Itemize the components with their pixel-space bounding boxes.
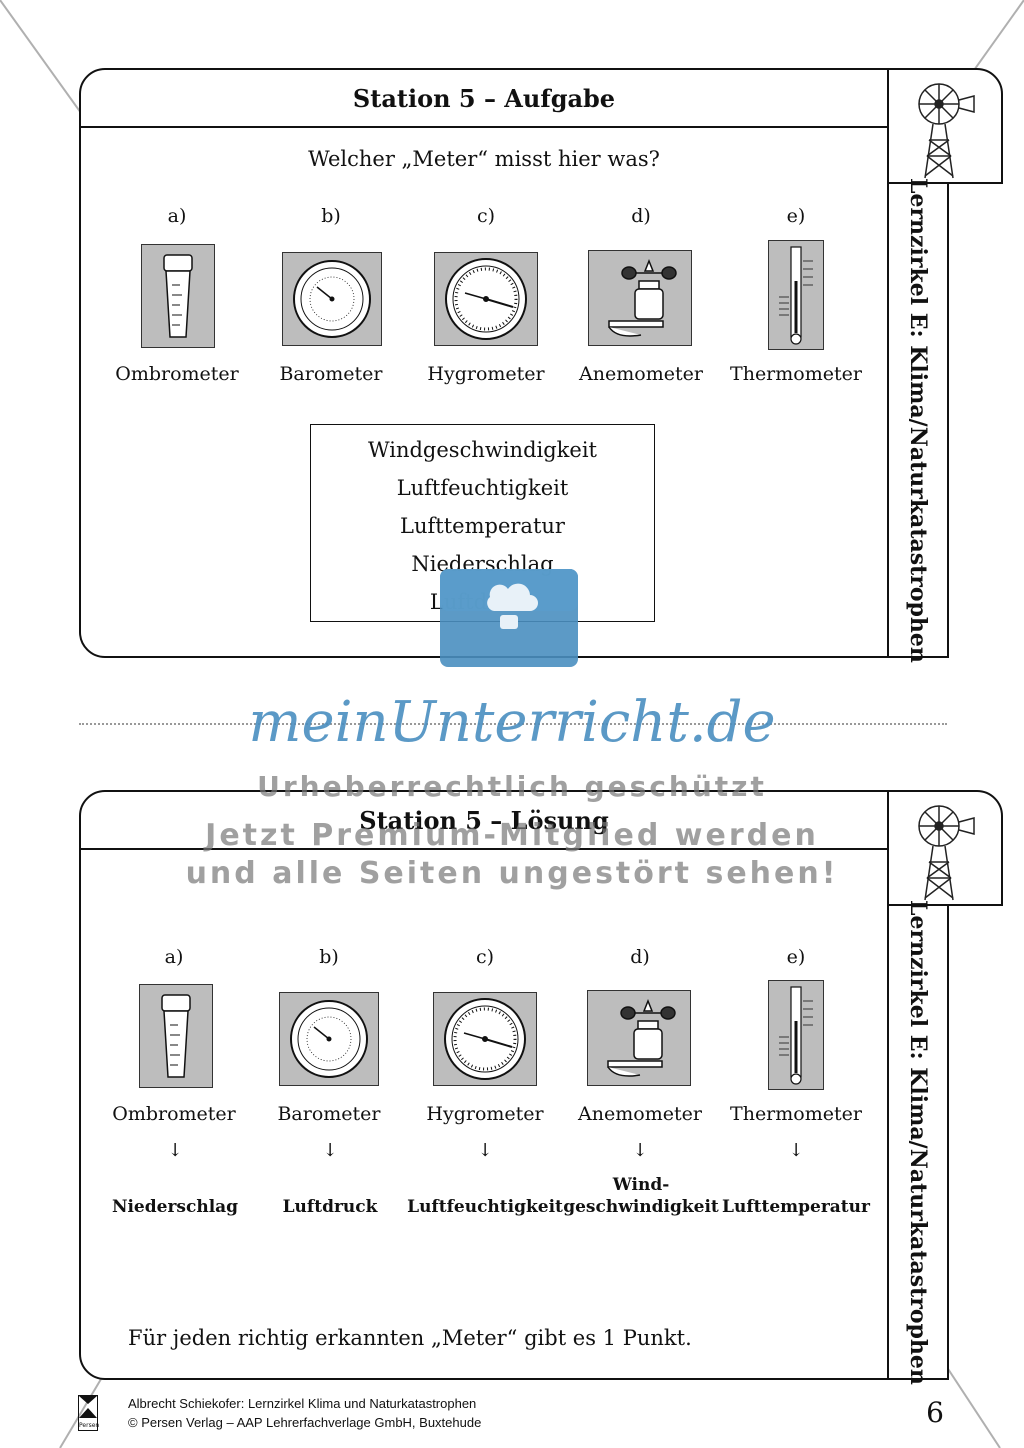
sol-name-e: Thermometer bbox=[730, 1103, 862, 1125]
sol-result-d: Wind- geschwindigkeit bbox=[561, 1174, 721, 1218]
sol-result-a: Niederschlag bbox=[111, 1197, 239, 1217]
side-image-box-top bbox=[887, 68, 1003, 184]
windmill-icon bbox=[918, 805, 975, 901]
separator-line bbox=[79, 723, 947, 725]
sol-result-d-line2: geschwindigkeit bbox=[563, 1197, 719, 1217]
sol-result-b: Luftdruck bbox=[282, 1197, 378, 1217]
sol-name-d: Anemometer bbox=[578, 1103, 702, 1125]
task-name-a: Ombrometer bbox=[115, 363, 239, 385]
task-letter-a: a) bbox=[167, 205, 187, 227]
side-image-box-bottom bbox=[887, 790, 1003, 906]
down-arrow-icon: ↓ bbox=[788, 1140, 804, 1161]
page-number: 6 bbox=[926, 1396, 944, 1429]
task-name-e: Thermometer bbox=[730, 363, 862, 385]
sol-letter-b: b) bbox=[319, 946, 339, 968]
sol-result-e: Lufttemperatur bbox=[722, 1197, 870, 1217]
task-name-c: Hygrometer bbox=[427, 363, 545, 385]
task-letter-c: c) bbox=[476, 205, 496, 227]
sol-letter-a: a) bbox=[164, 946, 184, 968]
task-question: Welcher „Meter“ misst hier was? bbox=[308, 147, 660, 171]
anemometer-icon bbox=[587, 990, 691, 1086]
answer-item: Luftfeuchtigkeit bbox=[396, 476, 569, 500]
watermark-line3: und alle Seiten ungestört sehen! bbox=[185, 856, 839, 891]
side-label-box-bottom: Lernzirkel E: Klima/Naturkatastrophen bbox=[887, 899, 949, 1385]
footer-line2: © Persen Verlag – AAP Lehrerfachverlage … bbox=[128, 1415, 482, 1430]
footer-line1: Albrecht Schiekofer: Lernzirkel Klima un… bbox=[128, 1396, 477, 1411]
points-note: Für jeden richtig erkannten „Meter“ gibt… bbox=[128, 1326, 692, 1350]
sol-letter-c: c) bbox=[475, 946, 495, 968]
watermark-line1: Urheberrechtlich geschützt bbox=[257, 770, 767, 803]
task-letter-d: d) bbox=[631, 205, 651, 227]
side-label-box-top: Lernzirkel E: Klima/Naturkatastrophen bbox=[887, 177, 949, 663]
sol-letter-d: d) bbox=[630, 946, 650, 968]
sol-name-c: Hygrometer bbox=[426, 1103, 544, 1125]
answer-item: Windgeschwindigkeit bbox=[368, 438, 597, 462]
answer-item: Lufttemperatur bbox=[400, 514, 565, 538]
task-name-d: Anemometer bbox=[579, 363, 703, 385]
thermometer-icon bbox=[768, 980, 824, 1090]
sol-result-d-line1: Wind- bbox=[612, 1175, 670, 1195]
thermometer-icon bbox=[768, 240, 824, 350]
down-arrow-icon: ↓ bbox=[632, 1140, 648, 1161]
briefcase-cloud-icon bbox=[440, 569, 578, 667]
publisher-logo-text: Persen bbox=[79, 1422, 100, 1429]
barometer-icon bbox=[279, 992, 379, 1086]
sol-name-b: Barometer bbox=[277, 1103, 381, 1125]
task-letter-b: b) bbox=[321, 205, 341, 227]
hygrometer-icon bbox=[434, 252, 538, 346]
down-arrow-icon: ↓ bbox=[167, 1140, 183, 1161]
watermark-line2: Jetzt Premium-Mitglied werden bbox=[205, 818, 819, 853]
down-arrow-icon: ↓ bbox=[322, 1140, 338, 1161]
task-title: Station 5 – Aufgabe bbox=[81, 70, 887, 128]
side-label-top: Lernzirkel E: Klima/Naturkatastrophen bbox=[905, 177, 931, 663]
sol-name-a: Ombrometer bbox=[112, 1103, 236, 1125]
task-card: Station 5 – Aufgabe bbox=[79, 68, 889, 658]
publisher-logo: Persen bbox=[78, 1395, 100, 1431]
anemometer-icon bbox=[588, 250, 692, 346]
solution-title: Station 5 – Lösung bbox=[81, 792, 887, 850]
sol-result-c: Luftfeuchtigkeit bbox=[407, 1197, 563, 1217]
hygrometer-icon bbox=[433, 992, 537, 1086]
rain-gauge-icon bbox=[141, 244, 215, 348]
barometer-icon bbox=[282, 252, 382, 346]
task-letter-e: e) bbox=[786, 205, 806, 227]
rain-gauge-icon bbox=[139, 984, 213, 1088]
down-arrow-icon: ↓ bbox=[477, 1140, 493, 1161]
windmill-icon bbox=[918, 83, 975, 179]
sol-letter-e: e) bbox=[786, 946, 806, 968]
side-label-bottom: Lernzirkel E: Klima/Naturkatastrophen bbox=[905, 899, 931, 1385]
watermark-brand: meinUnterricht.de bbox=[248, 690, 776, 755]
task-name-b: Barometer bbox=[279, 363, 383, 385]
